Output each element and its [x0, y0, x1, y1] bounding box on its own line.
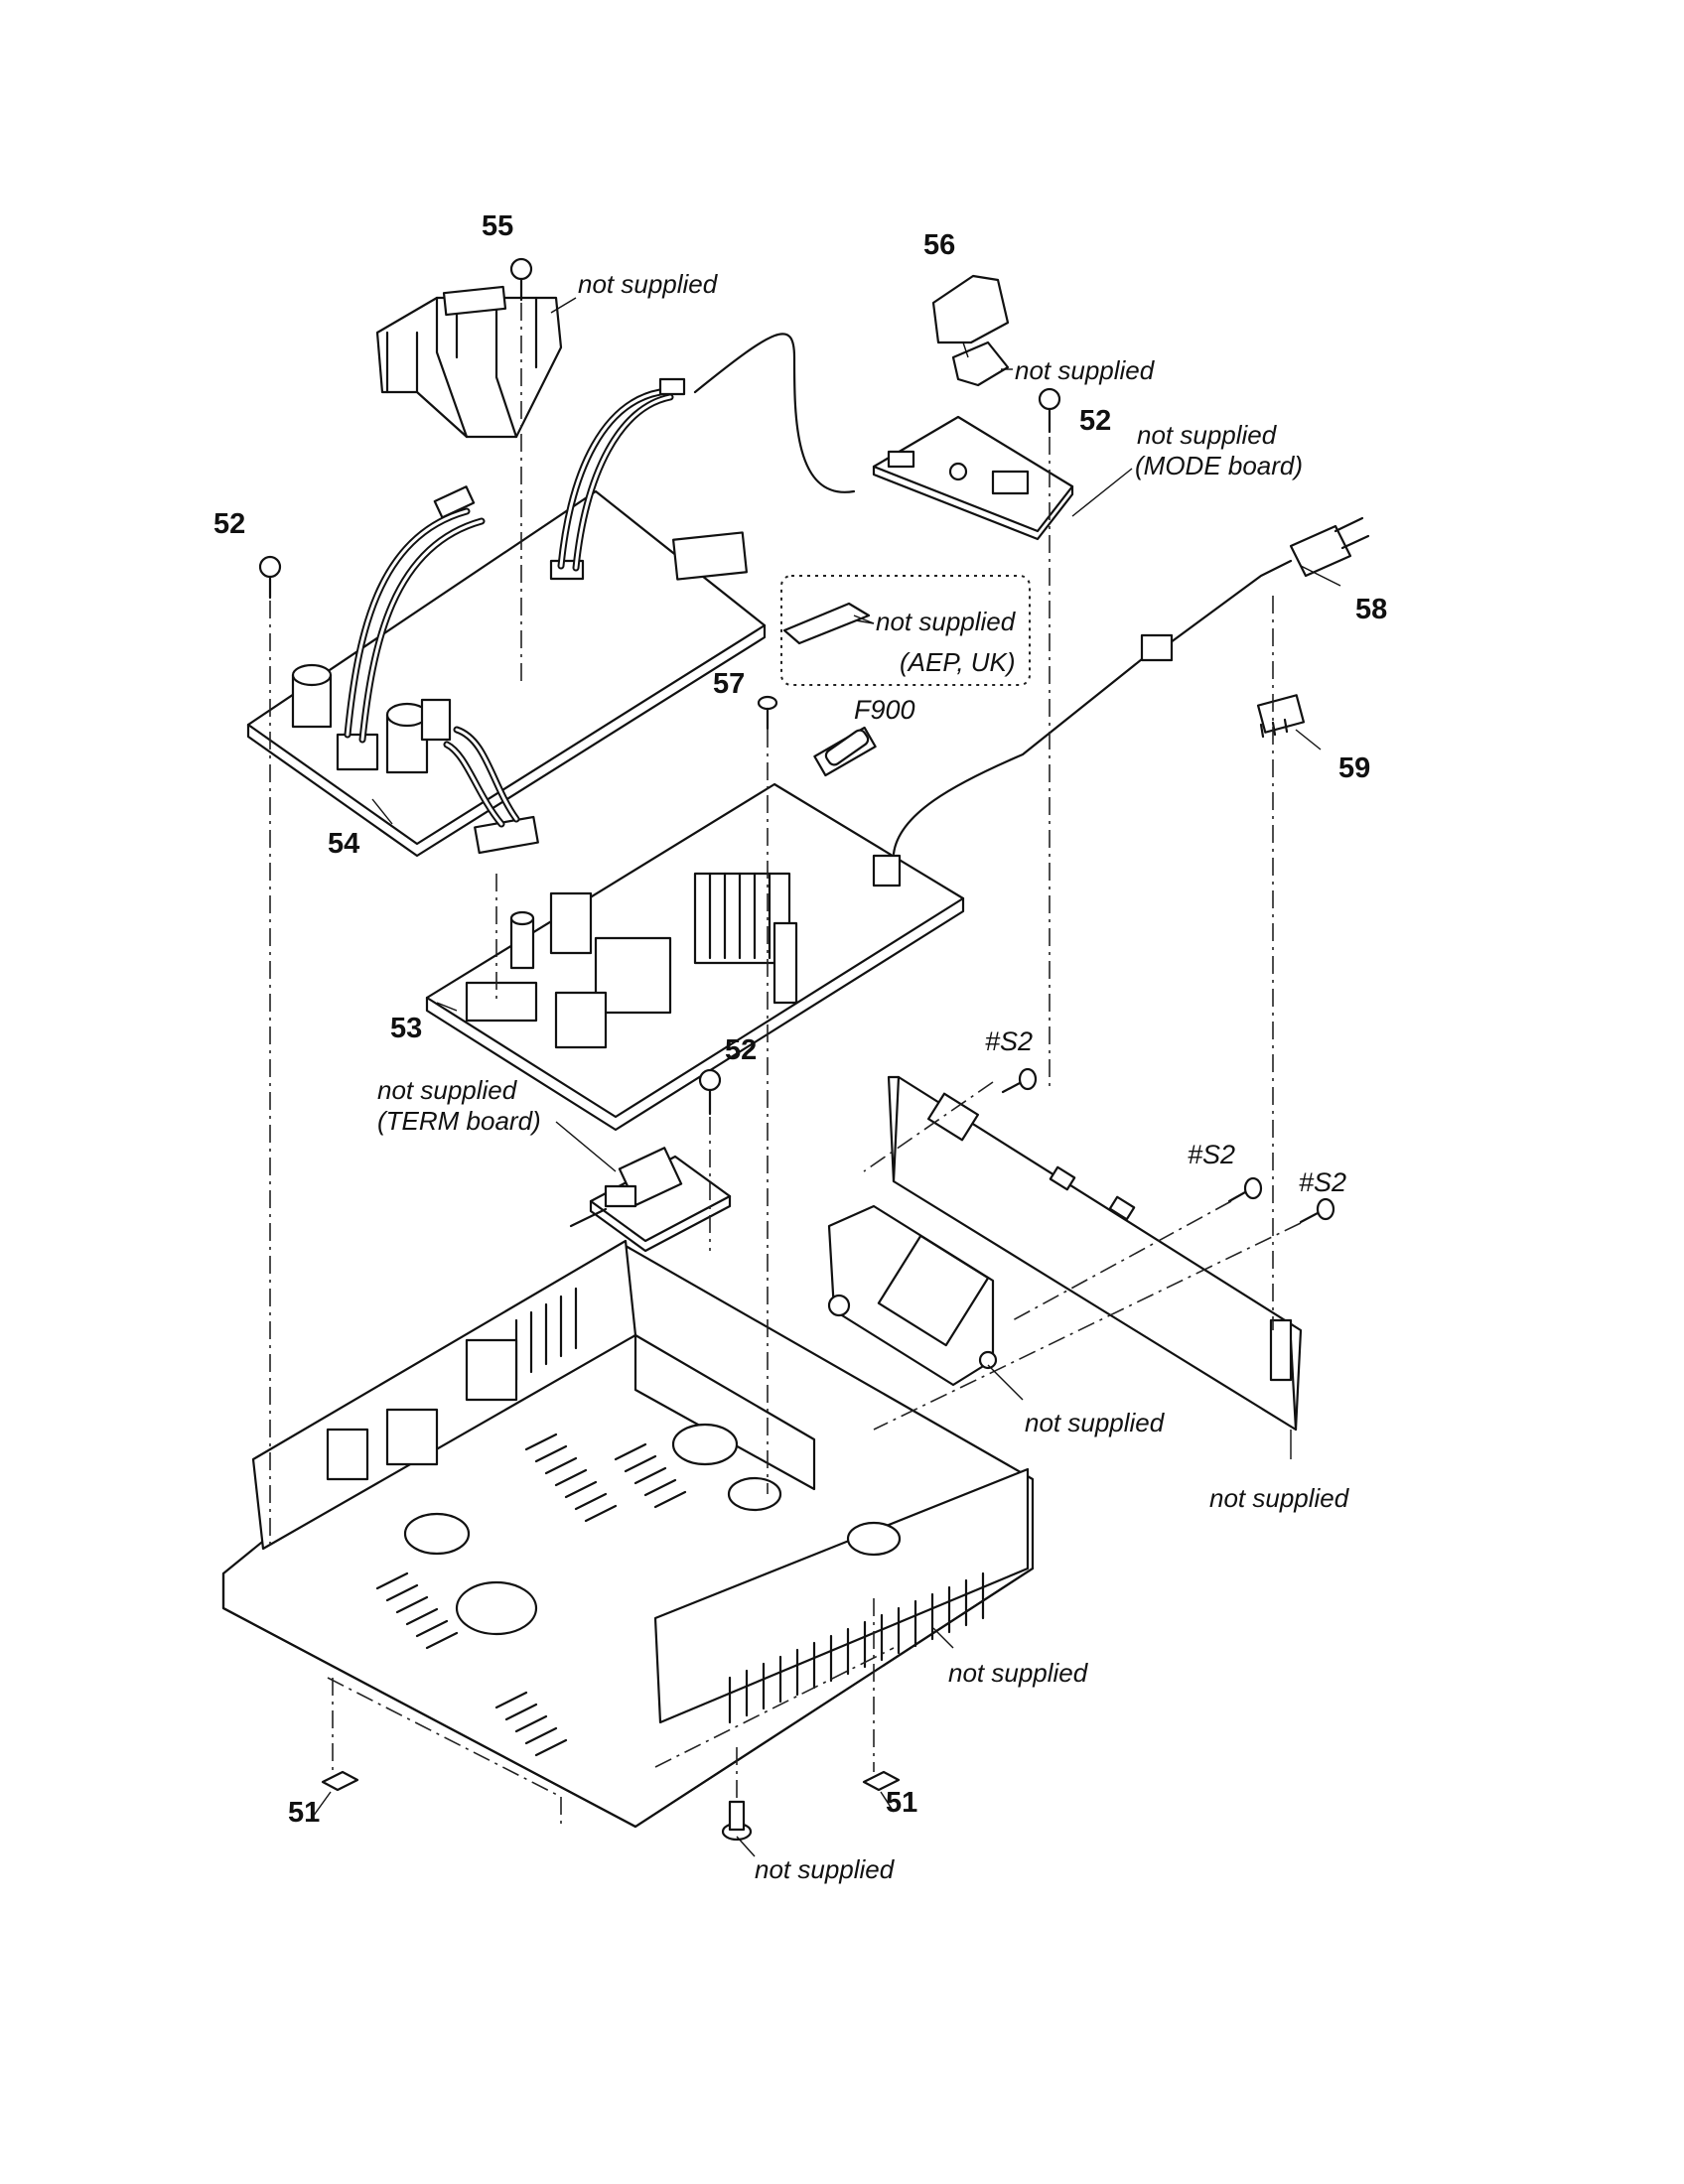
note-not-supplied-chassis: not supplied: [948, 1658, 1088, 1688]
foot-51-left: [321, 1770, 359, 1792]
screw-55: [509, 257, 533, 302]
callout-53: 53: [390, 1013, 423, 1044]
callout-59: 59: [1338, 752, 1371, 784]
foot-51-right: [862, 1770, 901, 1792]
label-s2-a: #S2: [985, 1026, 1034, 1056]
note-term-board-1: not supplied: [377, 1075, 517, 1105]
rear-bracket: [827, 1204, 998, 1387]
main-chassis: [221, 1239, 1035, 1829]
callout-51-left: 51: [288, 1797, 321, 1829]
label-s2-b: #S2: [1188, 1140, 1236, 1169]
screw-s2-c: [1299, 1197, 1335, 1224]
note-aep-uk-1: not supplied: [876, 607, 1016, 636]
fuse-f900: [824, 729, 870, 766]
note-not-supplied-56: not supplied: [1015, 355, 1155, 385]
screw-s2-a: [1001, 1067, 1038, 1094]
screw-52-left: [258, 555, 282, 600]
term-board: [569, 1147, 732, 1253]
label-f900: F900: [854, 695, 915, 725]
callout-52-mode: 52: [1079, 405, 1112, 437]
note-not-supplied-foot: not supplied: [755, 1854, 895, 1884]
callout-58: 58: [1355, 594, 1388, 625]
leader-lines: [312, 297, 1341, 1857]
rear-panel: [887, 1075, 1303, 1432]
part-58-power-cord: [1140, 516, 1370, 662]
chassis-vents: [375, 1287, 985, 1757]
screw-57: [757, 695, 778, 731]
screw-s2-b: [1227, 1176, 1263, 1203]
alignment-lines: [269, 303, 1302, 1827]
aep-uk-label-box: [780, 575, 1031, 686]
callout-52-term: 52: [725, 1034, 758, 1066]
note-not-supplied-panel: not supplied: [1209, 1483, 1349, 1513]
part-56-switch: [931, 274, 1010, 387]
note-not-supplied-bracket: not supplied: [1025, 1408, 1165, 1437]
note-mode-board-1: not supplied: [1137, 420, 1277, 450]
callout-52-left: 52: [213, 508, 246, 540]
part-54-power-board: [246, 377, 767, 858]
note-mode-board-2: (MODE board): [1135, 451, 1304, 480]
callout-56: 56: [923, 229, 956, 261]
screw-52-term: [698, 1068, 722, 1116]
part-59-clip: [1256, 694, 1306, 739]
mode-board: [872, 415, 1074, 541]
callout-57: 57: [713, 668, 746, 700]
callout-55: 55: [482, 210, 514, 242]
note-not-supplied-top: not supplied: [578, 269, 718, 299]
part-55-connector-bracket: [375, 285, 563, 439]
note-term-board-2: (TERM board): [377, 1106, 541, 1136]
label-s2-c: #S2: [1299, 1167, 1347, 1197]
part-53-main-board: [425, 653, 1149, 1132]
callout-54: 54: [328, 828, 360, 860]
bottom-screw: [721, 1800, 753, 1842]
screw-52-mode: [1038, 387, 1061, 434]
callout-51-right: 51: [886, 1787, 918, 1819]
note-aep-uk-2: (AEP, UK): [900, 647, 1016, 677]
